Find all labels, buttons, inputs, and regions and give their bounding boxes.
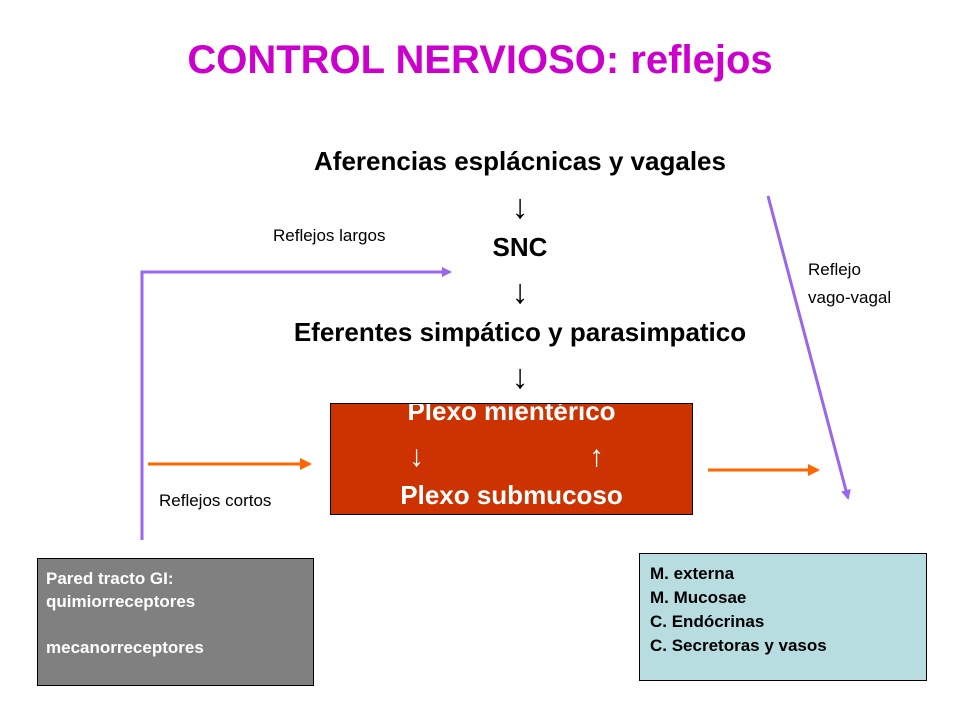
targets-box: M. externa M. Mucosae C. Endócrinas C. S…: [639, 553, 927, 681]
plexo-mienterico-label: Plexo mientérico: [407, 403, 616, 426]
plexo-submucoso-label: Plexo submucoso: [400, 480, 623, 510]
reflejo-vago-line2: vago-vagal: [808, 288, 892, 307]
reflejo-vago-vagal-label: Reflejo vago-vagal: [808, 256, 891, 312]
arrow-down-icon: ↓: [409, 440, 424, 473]
long-reflex-line: [140, 267, 452, 540]
pared-tracto-box: Pared tracto GI: quimiorreceptores mecan…: [37, 558, 314, 686]
page-title: CONTROL NERVIOSO: reflejos: [187, 38, 773, 82]
pared-line3: mecanorreceptores: [46, 638, 204, 657]
reflejos-largos-label: Reflejos largos: [273, 226, 386, 245]
eferentes-label: Eferentes simpático y parasimpatico: [293, 317, 747, 347]
arrow-up-icon: ↑: [589, 440, 604, 473]
reflejos-cortos-label: Reflejos cortos: [159, 491, 272, 510]
target-line2: M. Mucosae: [650, 588, 747, 607]
arrow-down-icon: ↓: [511, 358, 529, 396]
reflejo-vago-line1: Reflejo: [808, 260, 861, 279]
arrow-down-icon: ↓: [511, 273, 529, 311]
pared-line1: Pared tracto GI:: [46, 569, 174, 588]
plexo-box: Plexo mientérico ↓ ↑ Plexo submucoso: [330, 403, 693, 515]
target-line3: C. Endócrinas: [650, 612, 765, 631]
target-line1: M. externa: [650, 564, 735, 583]
target-line4: C. Secretoras y vasos: [650, 636, 827, 655]
arrow-down-icon: ↓: [511, 188, 529, 226]
pared-line2: quimiorreceptores: [46, 592, 196, 611]
aferencias-label: Aferencias esplácnicas y vagales: [314, 146, 726, 176]
snc-label: SNC: [492, 232, 548, 262]
vago-vagal-line: [766, 195, 851, 500]
